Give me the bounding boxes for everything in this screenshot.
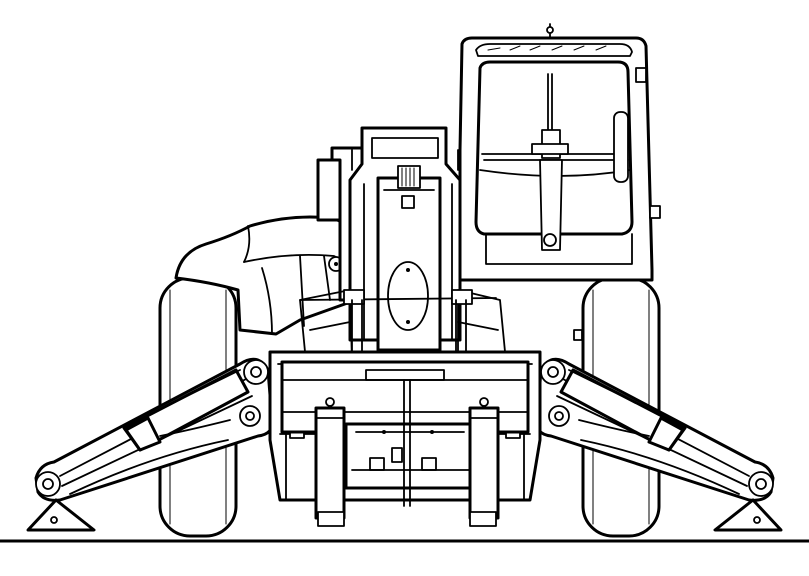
cab-step [573, 329, 583, 341]
telescopic-boom [348, 126, 462, 352]
engine-hood [174, 215, 358, 336]
left-stabiliser-leg [26, 357, 274, 532]
operator-cab [458, 23, 661, 282]
right-fork-tine [468, 397, 500, 527]
left-fork-tine [314, 397, 346, 527]
